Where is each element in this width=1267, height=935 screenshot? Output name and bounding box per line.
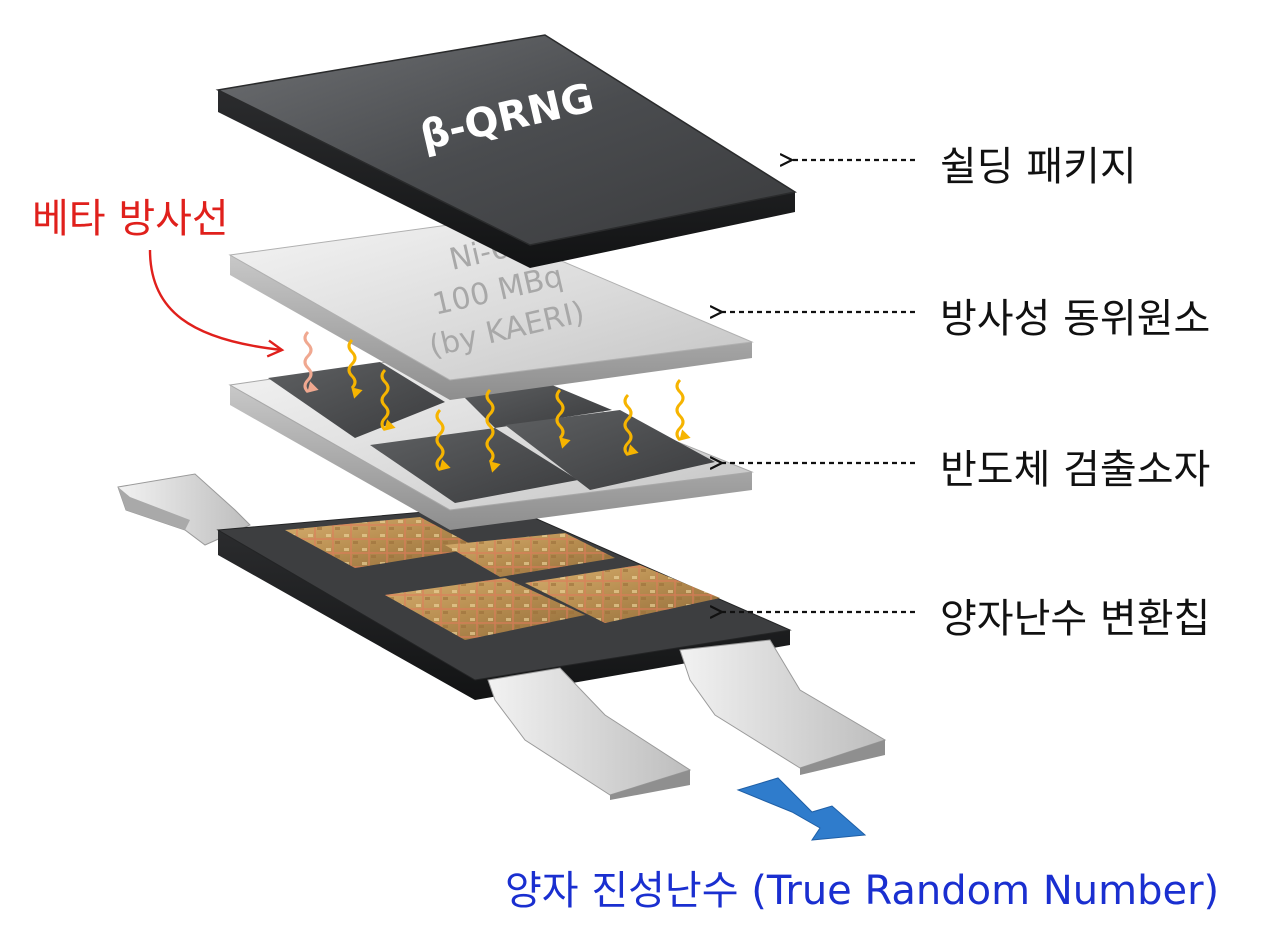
beta-wave [435,408,451,472]
beta-wave [347,338,363,399]
label-semiconductor-detector: 반도체 검출소자 [940,447,1211,493]
label-quantum-rng-chip: 양자난수 변환칩 [940,596,1211,642]
beta-radiation-waves [303,330,691,473]
callout-arrows [722,160,915,612]
bottom-lead-left [487,667,692,796]
beta-wave [623,393,639,457]
isotope-layer: Ni-63 100 MBq (by KAERI) [228,221,754,400]
label-shielding-package: 쉴딩 패키지 [940,144,1137,190]
circuit-dies [285,517,720,640]
shielding-package-top [215,34,797,246]
beta-wave-faded [303,330,319,394]
label-radioactive-isotope: 방사성 동위원소 [940,296,1211,342]
isotope-plate [228,221,754,381]
beta-wave [380,368,396,432]
output-arrow [736,777,867,841]
beta-wave [555,388,571,449]
label-output: 양자 진성난수 (True Random Number) [505,868,1220,914]
shielding-package: β-QRNG [215,34,797,268]
chip-base-side [218,530,790,700]
bottom-lead-right [679,639,887,769]
label-beta-radiation: 베타 방사선 [32,196,229,242]
beta-wave [675,378,691,442]
beta-wave [485,388,501,473]
beta-arrow [148,249,285,358]
qrng-chip-layer [117,473,887,800]
